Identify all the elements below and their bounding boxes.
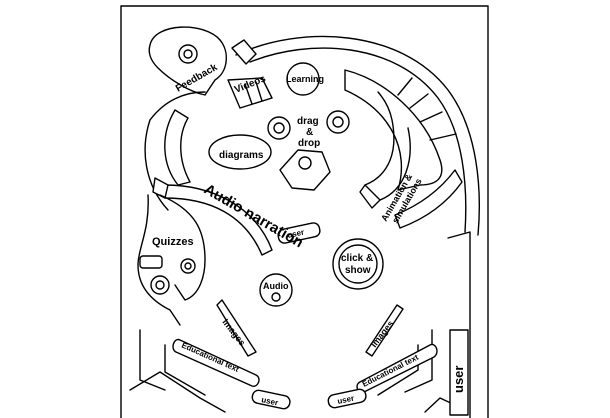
user-target-bottom-left (251, 389, 291, 410)
user-target (277, 222, 321, 244)
learning-label: Learning (286, 74, 324, 84)
drag-label-1: drag (297, 116, 319, 127)
lane-divider (419, 111, 443, 123)
quiz-scoop-inner (155, 280, 165, 290)
left-wall-inner (149, 91, 206, 121)
audio-narration-ramp (164, 184, 273, 256)
right-orbit-lane-2 (379, 127, 411, 201)
images-right-label: Images (369, 319, 396, 350)
left-flipper (172, 338, 260, 387)
feedback-hole-inner (183, 49, 193, 59)
quizzes-edge (159, 194, 206, 301)
quiz-slot (139, 255, 163, 269)
diagrams-target (208, 134, 272, 170)
lane-divider (397, 77, 413, 96)
animation-ramp (394, 169, 463, 229)
diagrams-label: diagrams (219, 150, 264, 161)
drag-label-3: drop (298, 138, 320, 149)
user-bottom-right-label: user (337, 394, 355, 406)
left-inlane (164, 344, 206, 396)
audio-narration-label: Audio narration (201, 181, 306, 252)
audio-label: Audio (263, 281, 289, 291)
quizzes-area (137, 194, 181, 326)
drag-bumper-right-cap (332, 116, 344, 128)
click-show-label-1: click & (341, 253, 373, 264)
bottom-left-apron (129, 371, 226, 413)
user-target-label: user (287, 228, 305, 240)
user-target-bottom-right (327, 388, 367, 409)
right-orbit-lane (364, 91, 395, 186)
left-wall-outer (144, 119, 169, 211)
user-plunger-label: user (451, 366, 466, 393)
plunger (449, 329, 469, 416)
click-show-label-2: show (345, 265, 371, 276)
videos-post (231, 39, 257, 65)
audio-bumper-dot (271, 292, 281, 302)
orbit-cap (359, 184, 381, 209)
lane-divider (429, 133, 457, 141)
user-bottom-left-label: user (261, 395, 279, 407)
lane-divider (409, 93, 429, 109)
videos-targets (227, 77, 273, 109)
target-divider (255, 81, 263, 102)
plunger-lane-wall (447, 231, 471, 418)
top-arch-outer (235, 35, 480, 236)
learning-bumper (286, 62, 320, 96)
quiz-hole-inner (184, 262, 192, 270)
quizzes-label: Quizzes (152, 236, 194, 248)
outer-frame (120, 5, 489, 418)
audio-bumper (259, 273, 293, 307)
drag-bumper-left-cap (273, 122, 285, 134)
top-arch-inner (249, 47, 467, 233)
target-divider (244, 83, 253, 105)
drag-label-2: & (306, 127, 313, 138)
edu-text-right-label: Educational text (361, 353, 420, 389)
left-outlane (139, 329, 166, 391)
right-slingshot (365, 304, 404, 357)
center-hex-dot (298, 156, 312, 170)
center-hex-target (279, 149, 331, 191)
click-show-bumper (332, 238, 384, 290)
left-slingshot (216, 299, 257, 357)
click-show-bumper-ring (338, 244, 378, 284)
left-sling-lane (164, 109, 191, 186)
